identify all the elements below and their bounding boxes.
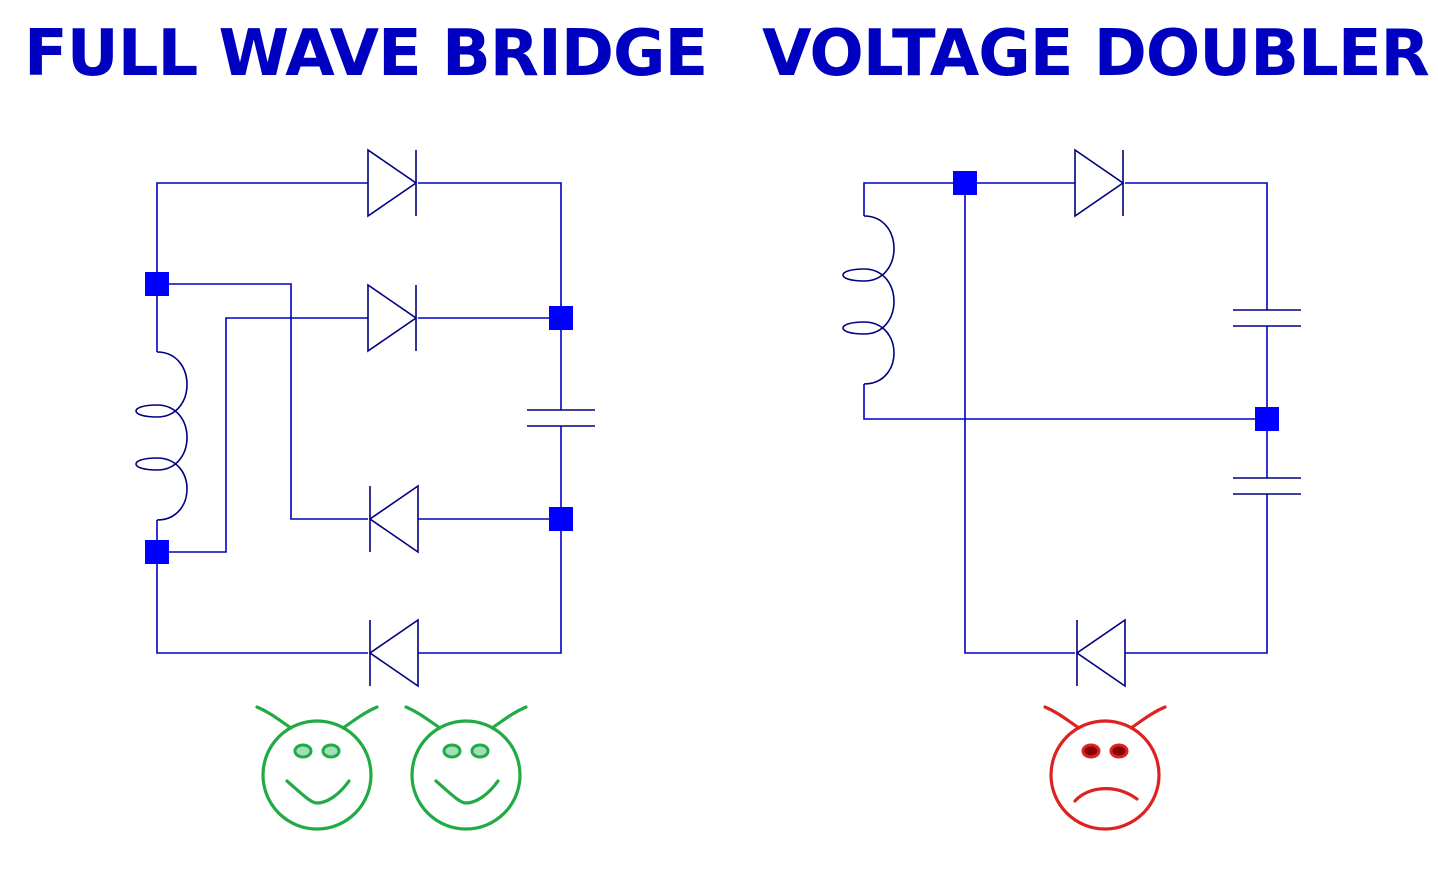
diode-icon <box>1075 618 1126 688</box>
doubler-junction-nodes <box>953 171 1279 431</box>
bridge-components <box>135 148 595 688</box>
junction-node <box>145 272 169 296</box>
bridge-junction-nodes <box>145 272 573 564</box>
junction-node <box>145 540 169 564</box>
junction-node <box>549 507 573 531</box>
junction-node <box>953 171 977 195</box>
capacitor-icon <box>527 409 595 427</box>
bridge-wires <box>156 182 562 654</box>
diode-icon <box>368 618 419 688</box>
diode-icon <box>367 148 418 218</box>
happy-face-icon <box>255 705 379 831</box>
diode-icon <box>1074 148 1125 218</box>
happy-face-icon <box>404 705 528 831</box>
capacitor-icon <box>1233 309 1301 327</box>
title-full-wave-bridge: FULL WAVE BRIDGE <box>24 17 708 91</box>
transformer-coil-icon <box>135 351 188 521</box>
title-voltage-doubler: VOLTAGE DOUBLER <box>762 17 1430 91</box>
faces <box>255 705 1167 831</box>
junction-node <box>1255 407 1279 431</box>
diode-icon <box>368 484 419 554</box>
doubler-wires <box>863 182 1268 654</box>
doubler-components <box>842 148 1301 688</box>
diode-icon <box>367 283 418 353</box>
junction-node <box>549 306 573 330</box>
full-wave-bridge-circuit <box>135 148 595 688</box>
transformer-coil-icon <box>842 215 895 385</box>
capacitor-icon <box>1233 477 1301 495</box>
sad-face-icon <box>1043 705 1167 831</box>
voltage-doubler-circuit <box>842 148 1301 688</box>
